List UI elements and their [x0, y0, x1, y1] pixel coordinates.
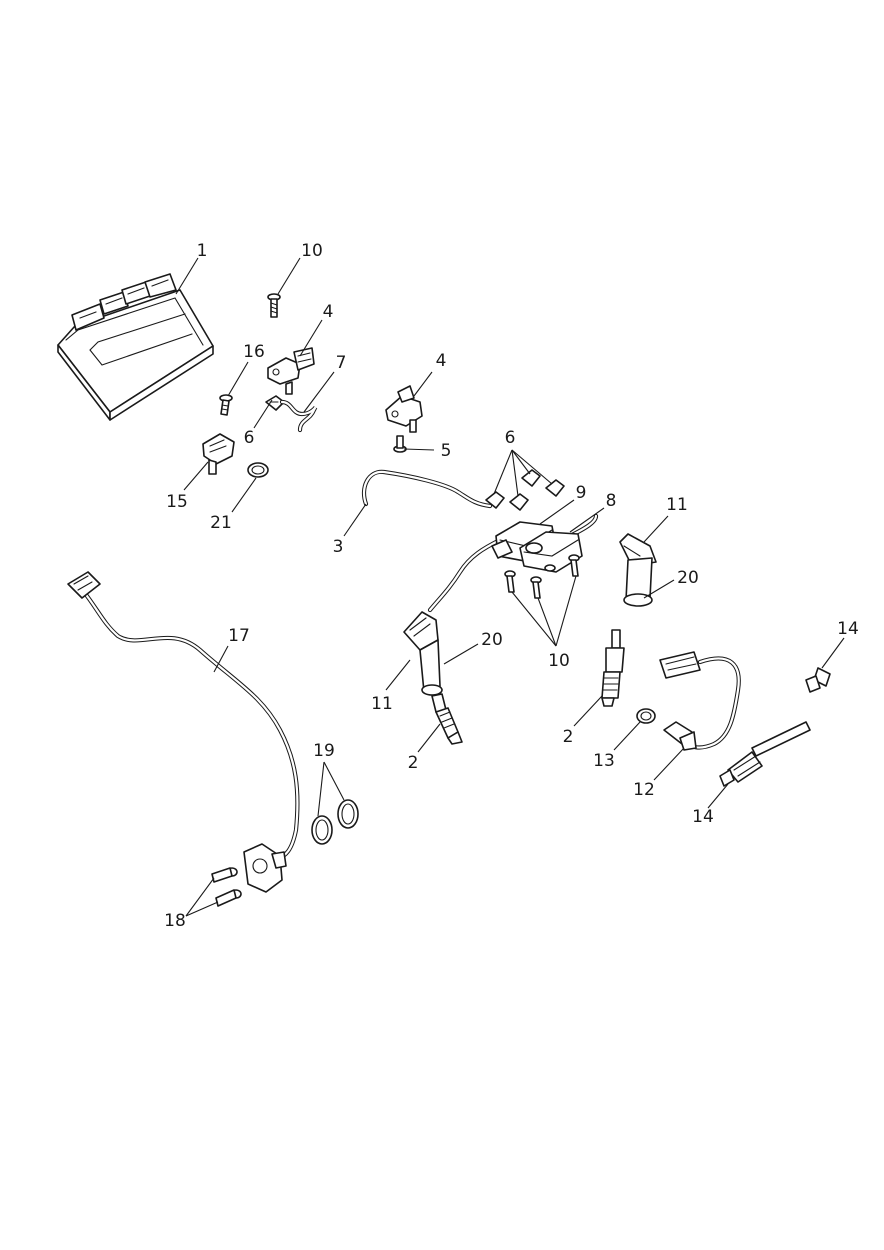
callout-13: 13 [593, 751, 615, 771]
callout-20: 20 [481, 630, 503, 650]
callout-15: 15 [166, 492, 188, 512]
part-screws-10-group [504, 554, 580, 599]
part-orings-19 [311, 799, 359, 845]
callout-10: 10 [548, 651, 570, 671]
callout-16: 16 [243, 342, 265, 362]
part-bolts-18 [211, 867, 242, 907]
leader-lines [175, 257, 845, 917]
part-sensor-17-body [243, 843, 287, 893]
callout-21: 21 [210, 513, 232, 533]
part-spark-plug-2-left [431, 693, 463, 745]
callout-18: 18 [164, 911, 186, 931]
part-screw-5 [393, 435, 407, 453]
part-sensor-4-top [267, 347, 315, 395]
part-oring-21 [247, 462, 269, 478]
callout-10: 10 [301, 241, 323, 261]
part-plug-cap-11-right [619, 533, 657, 607]
callout-2: 2 [408, 753, 419, 773]
callout-9: 9 [576, 483, 587, 503]
callout-labels: 1 10 4 16 7 6 15 21 4 5 6 9 8 3 11 20 17… [164, 241, 859, 931]
callout-2: 2 [563, 727, 574, 747]
callout-17: 17 [228, 626, 250, 646]
part-o2-sensor-12 [659, 651, 741, 751]
callout-12: 12 [633, 780, 655, 800]
callout-4: 4 [323, 302, 334, 322]
part-screw-10-top [267, 293, 281, 318]
part-ecu [57, 273, 214, 421]
part-spark-plug-2-right [601, 629, 625, 707]
part-sensor-14-top [805, 667, 831, 693]
part-plug-cap-11-left [403, 611, 443, 696]
callout-19: 19 [313, 741, 335, 761]
part-sensor-4-mid [385, 385, 423, 433]
callout-7: 7 [336, 353, 347, 373]
part-screw-16 [219, 394, 233, 416]
callout-11: 11 [666, 495, 688, 515]
callout-8: 8 [606, 491, 617, 511]
callout-14: 14 [692, 807, 714, 827]
callout-6: 6 [505, 428, 516, 448]
callout-3: 3 [333, 537, 344, 557]
callout-14: 14 [837, 619, 859, 639]
callout-6: 6 [244, 428, 255, 448]
part-o2-probe-14 [719, 721, 811, 787]
callout-4: 4 [436, 351, 447, 371]
part-hose-7 [279, 399, 318, 433]
part-washer-13 [636, 708, 656, 724]
part-sensor-15 [202, 433, 235, 475]
part-hose-3 [361, 469, 493, 509]
callout-5: 5 [441, 441, 452, 461]
part-harness-17 [67, 571, 300, 863]
part-clips-6-group [485, 469, 565, 511]
callout-20: 20 [677, 568, 699, 588]
callout-1: 1 [197, 241, 208, 261]
callout-11: 11 [371, 694, 393, 714]
part-coil-8 [519, 531, 583, 573]
